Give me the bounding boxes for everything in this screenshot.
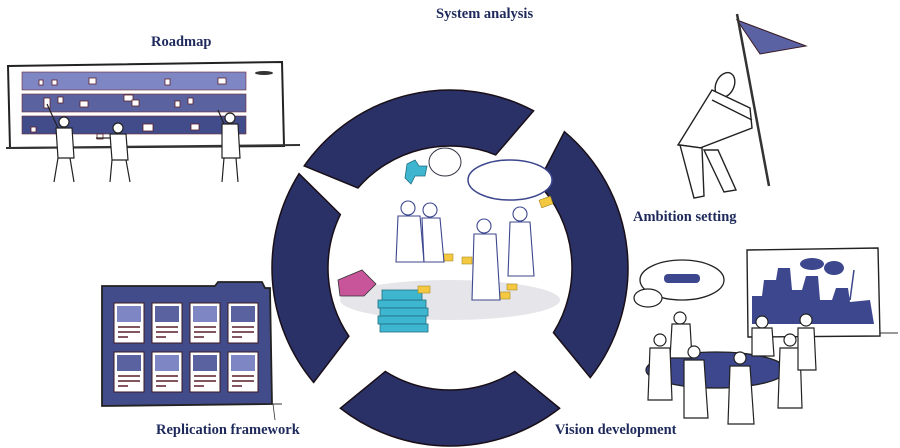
ring bbox=[271, 89, 629, 447]
document-card bbox=[227, 351, 259, 393]
document-card bbox=[113, 351, 145, 393]
label-replication-framework: Replication framework bbox=[156, 422, 300, 438]
label-ambition-setting: Ambition setting bbox=[633, 209, 737, 225]
document-card bbox=[151, 351, 183, 393]
label-vision-development: Vision development bbox=[555, 422, 677, 438]
label-system-analysis: System analysis bbox=[436, 6, 534, 22]
ambition-setting-illustration bbox=[676, 13, 808, 199]
document-card bbox=[189, 302, 221, 344]
label-roadmap: Roadmap bbox=[151, 34, 212, 50]
ring-segment-bottom bbox=[339, 370, 561, 447]
system-analysis-illustration bbox=[337, 147, 560, 333]
document-card bbox=[113, 302, 145, 344]
document-card bbox=[227, 302, 259, 344]
roadmap-illustration bbox=[5, 60, 301, 183]
document-card bbox=[189, 351, 221, 393]
ring-segment-right bbox=[536, 130, 629, 379]
ring-segment-left bbox=[271, 172, 350, 384]
vision-development-illustration bbox=[633, 247, 898, 425]
replication-framework-illustration bbox=[101, 281, 282, 421]
document-card bbox=[151, 302, 183, 344]
ring-segment-top bbox=[303, 89, 535, 189]
